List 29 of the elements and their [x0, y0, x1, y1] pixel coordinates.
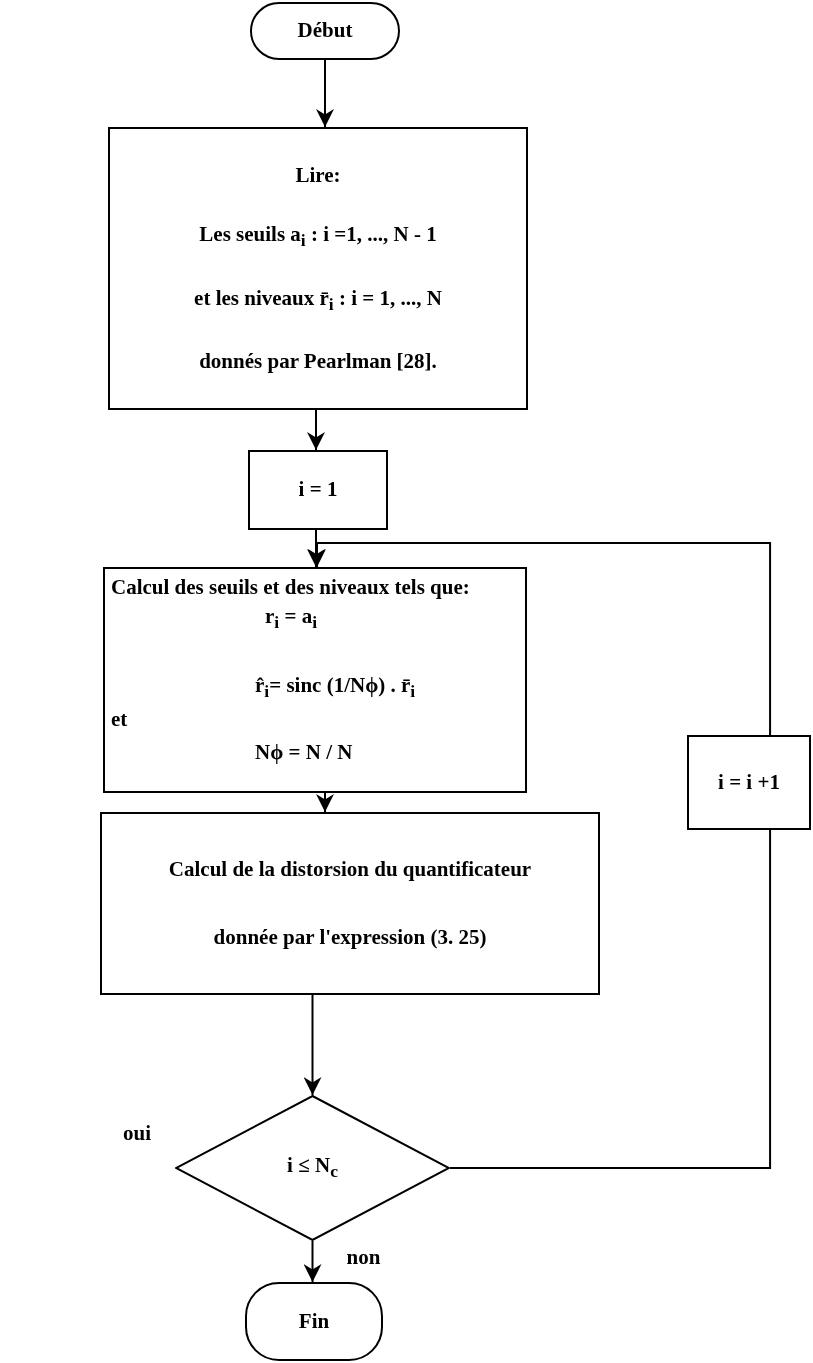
formula-text: Nϕ = N / N: [254, 739, 353, 765]
node-text: Lire:: [295, 163, 341, 189]
formula-text: r̂$_{i}$= sinc (1/Nϕ) . r̄$_{i}$: [254, 673, 416, 703]
process-box: [687, 735, 811, 830]
node-text: i = 1: [298, 477, 338, 503]
node-text: i = i +1: [718, 769, 780, 796]
node-text: i ≤ N$_{c}$: [287, 1153, 338, 1183]
node-text: Début: [297, 18, 353, 44]
node-text: et: [110, 706, 128, 732]
node-text: donnés par Pearlman [28].: [199, 348, 437, 374]
arrow: [316, 792, 334, 813]
node-text: donnée par l'expression (3. 25): [213, 924, 487, 951]
node-text: et les niveaux r̄$_{i}$ : i = 1, ..., N: [194, 285, 442, 315]
arrow: [307, 409, 325, 451]
arrow: [307, 529, 325, 568]
process-box: [100, 812, 600, 995]
process-box: [248, 450, 388, 530]
node-text: Calcul de la distorsion du quantificateur: [168, 856, 532, 883]
arrow: [303, 994, 322, 1096]
arrow: [303, 1240, 322, 1283]
process-box: [103, 567, 527, 793]
node-text: Les seuils a$_{i}$ : i =1, ..., N - 1: [199, 222, 437, 252]
arrow: [308, 542, 772, 736]
process-box: [108, 127, 528, 410]
node-text: Fin: [298, 1308, 330, 1335]
formula-text: r$_{i}$ = a$_{i}$: [264, 604, 318, 634]
decision-diamond: [175, 1095, 450, 1241]
arrow: [316, 59, 334, 128]
node-text: Calcul des seuils et des niveaux tels que:: [110, 575, 470, 601]
